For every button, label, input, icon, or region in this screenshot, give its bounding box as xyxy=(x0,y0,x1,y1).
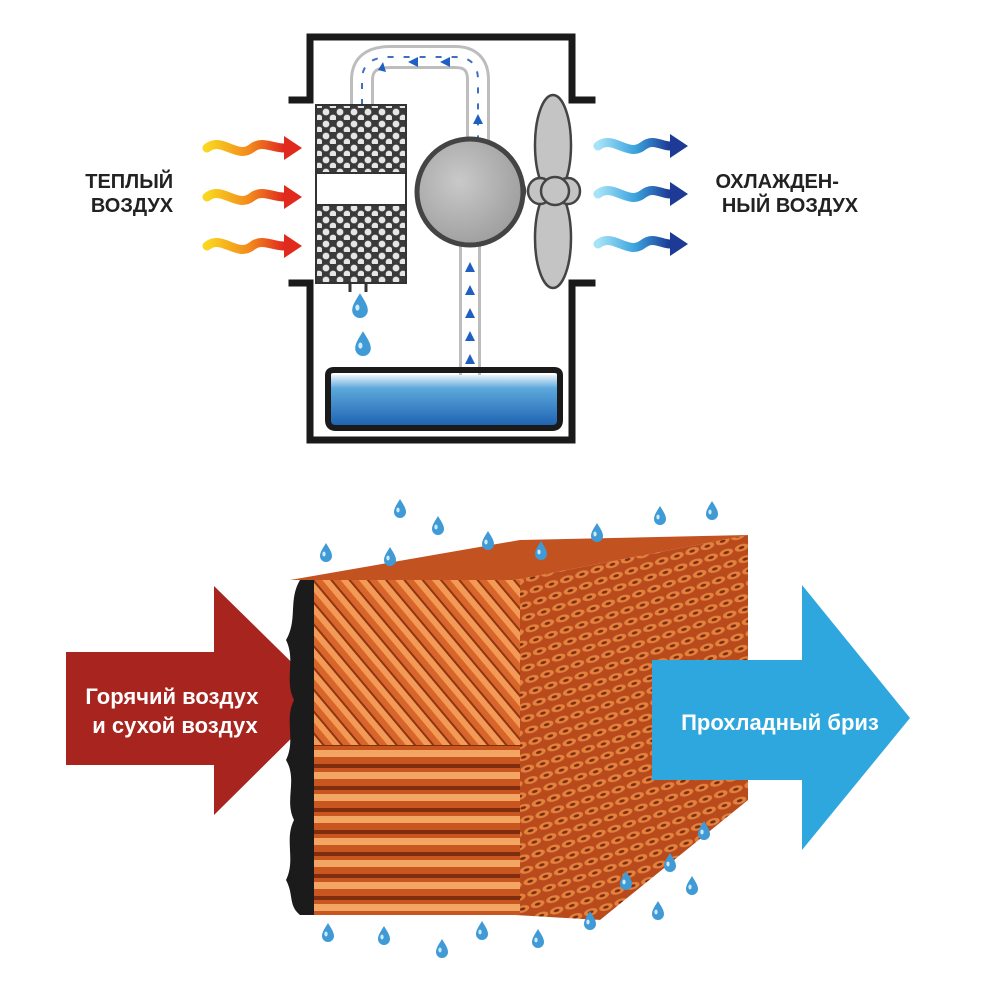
hot-air-label-line2: и сухой воздух xyxy=(92,713,258,738)
warm-air-label: ТЕПЛЫЙ ВОЗДУХ xyxy=(85,169,178,217)
cooled-air-label: ОХЛАЖДЕН- НЫЙ ВОЗДУХ xyxy=(716,171,859,217)
cooled-air-label-line1: ОХЛАЖДЕН- xyxy=(716,171,839,193)
fan-icon xyxy=(520,93,582,290)
warm-air-arrows xyxy=(202,136,302,258)
hot-air-label-line1: Горячий воздух xyxy=(85,684,259,709)
cooled-air-label-line2: НЫЙ ВОЗДУХ xyxy=(722,193,859,217)
water-tank xyxy=(325,367,563,431)
cooler-housing xyxy=(288,33,596,444)
cooling-pad xyxy=(286,535,748,920)
hot-air-label: Горячий воздух и сухой воздух xyxy=(85,684,264,738)
pump-sphere xyxy=(414,136,526,248)
cool-breeze-arrow xyxy=(652,585,910,850)
warm-air-label-line1: ТЕПЛЫЙ xyxy=(85,169,173,193)
hot-air-arrow xyxy=(66,586,330,815)
warm-air-label-line2: ВОЗДУХ xyxy=(91,195,174,217)
water-drops-top xyxy=(352,293,371,356)
cool-air-arrows xyxy=(593,134,688,256)
cool-breeze-label: Прохладный бриз xyxy=(681,710,879,735)
honeycomb-filter xyxy=(315,104,407,292)
